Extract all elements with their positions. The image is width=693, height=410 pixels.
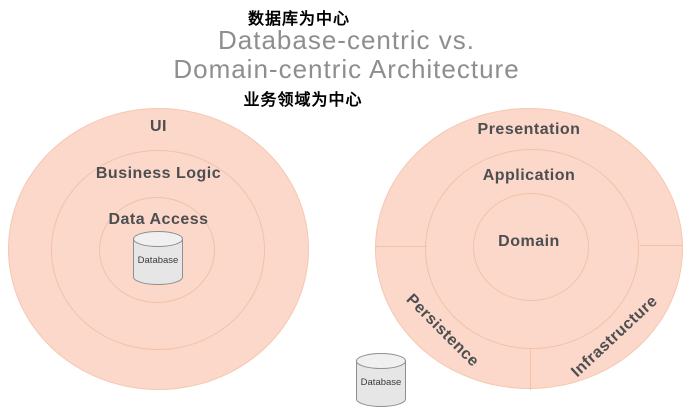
left-middle-ring: [51, 150, 265, 350]
database-label: Database: [138, 255, 179, 266]
right-inner-ring: [473, 193, 589, 301]
annotation-database-centric-cn: 数据库为中心: [247, 11, 350, 28]
ring-label-domain: Domain: [498, 233, 560, 250]
page-title: Database-centric vs. Domain-centric Arch…: [0, 26, 693, 84]
ring-label-business-logic: Business Logic: [95, 165, 222, 182]
right-middle-ring: [425, 149, 639, 349]
ring-label-ui: UI: [150, 118, 167, 135]
database-cylinder-icon: Database: [356, 353, 406, 407]
database-label: Database: [361, 377, 402, 388]
ring-label-application: Application: [482, 167, 576, 184]
left-inner-ring: [99, 197, 215, 303]
sector-divider-left: [376, 246, 427, 247]
title-line-1: Database-centric vs.: [218, 25, 475, 55]
sector-divider-bottom: [530, 349, 531, 390]
database-centric-diagram: UI Business Logic Data Access Database: [8, 108, 309, 390]
ring-label-presentation: Presentation: [477, 121, 581, 138]
domain-centric-diagram: Presentation Application Domain Persiste…: [356, 108, 683, 407]
ring-label-data-access: Data Access: [108, 211, 209, 228]
database-cylinder-icon: Database: [133, 231, 183, 285]
sector-divider-right: [640, 245, 683, 246]
annotation-domain-centric-cn: 业务领域为中心: [243, 92, 363, 109]
title-line-2: Domain-centric Architecture: [173, 54, 520, 84]
